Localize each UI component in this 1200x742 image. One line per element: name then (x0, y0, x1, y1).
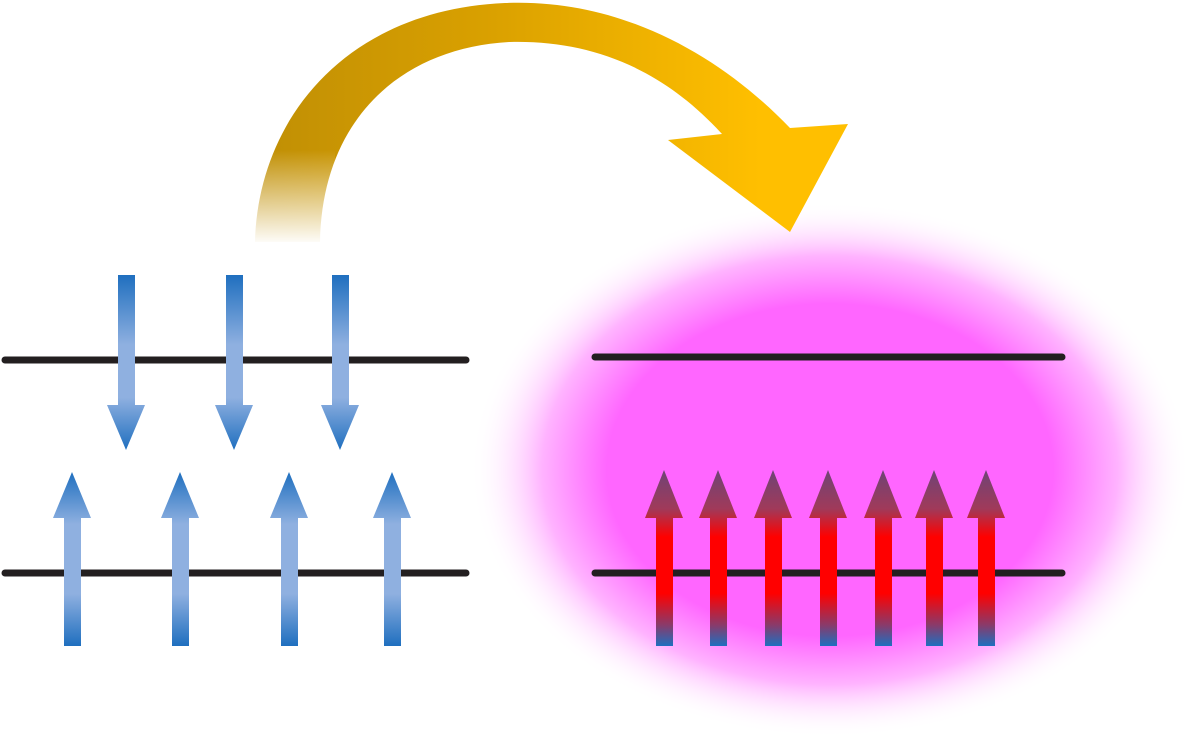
arrow-up-icon (373, 472, 411, 646)
magenta-glow (470, 202, 1190, 738)
arrow-up-icon (809, 470, 847, 646)
arrow-down-icon (107, 275, 145, 450)
arrow-up-icon (915, 470, 953, 646)
right-state (591, 353, 1066, 646)
arrow-up-icon (967, 470, 1005, 646)
arrow-up-icon (53, 472, 91, 646)
curved-arrow-icon (240, 2, 848, 250)
arrow-up-icon (270, 472, 308, 646)
arrow-down-icon (321, 275, 359, 450)
arrow-up-icon (161, 472, 199, 646)
arrow-up-icon (699, 470, 737, 646)
arrow-up-icon (754, 470, 792, 646)
arrow-up-icon (645, 470, 683, 646)
arrow-down-icon (215, 275, 253, 450)
arrow-up-icon (864, 470, 902, 646)
left-state (1, 275, 470, 646)
